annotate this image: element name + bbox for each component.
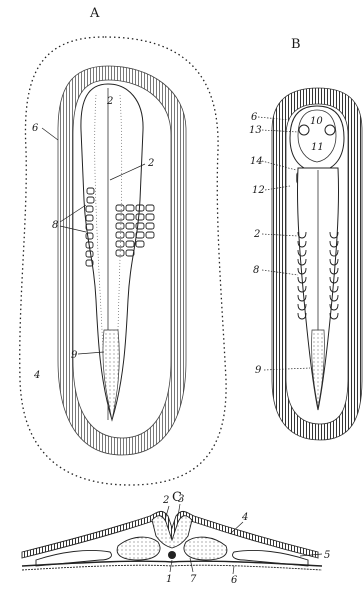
figure-c-label-2: 2 [162,495,169,506]
figure-b-label-14: 14 [250,156,263,167]
somite [136,232,144,238]
figure-b-letter: B [291,37,301,52]
figure-b-label-13: 13 [249,125,262,136]
figure-c-label-7: 7 [190,574,197,585]
figure-c-notochord [168,551,176,559]
figure-a-primitive-streak [103,330,119,420]
figure-b-label-6: 6 [251,112,258,123]
figure-c-label-4: 4 [241,512,248,523]
somite [146,223,154,229]
figure-a: A [20,6,226,485]
somite [330,313,338,319]
figure-b-label-12: 12 [252,185,265,196]
figure-a-label-4: 4 [33,370,40,381]
figure-b-label-9: 9 [255,365,262,376]
figure-a-label-9: 9 [71,350,78,361]
figure-c-mesoderm-left [117,537,160,560]
somite [136,241,144,247]
figure-c: C 2 3 4 5 1 7 6 [22,490,330,586]
figure-b-label-2: 2 [253,229,260,240]
figure-c-mesoderm-right [184,537,227,560]
somite [146,214,154,220]
somite [298,313,306,319]
somite [146,232,154,238]
figure-a-letter: A [89,6,100,21]
figure-b-label-11: 11 [311,142,324,153]
figure-b-primitive-streak [312,330,325,408]
figure-a-label-8: 8 [52,220,58,231]
figure-c-label-5: 5 [324,550,330,561]
figure-b-label-8: 8 [253,265,259,276]
figure-c-label-1: 1 [166,574,172,585]
figure-a-label-2: 2 [147,158,154,169]
somite [146,205,154,211]
figure-a-label-2-top: 2 [106,96,113,107]
figure-b: B [249,37,362,440]
figure-c-label-6: 6 [231,575,238,586]
figure-c-label-3: 3 [178,494,184,505]
figure-b-label-10: 10 [310,116,323,127]
figure-c-endoderm-lower [22,565,322,570]
figure-a-label-6: 6 [32,123,39,134]
